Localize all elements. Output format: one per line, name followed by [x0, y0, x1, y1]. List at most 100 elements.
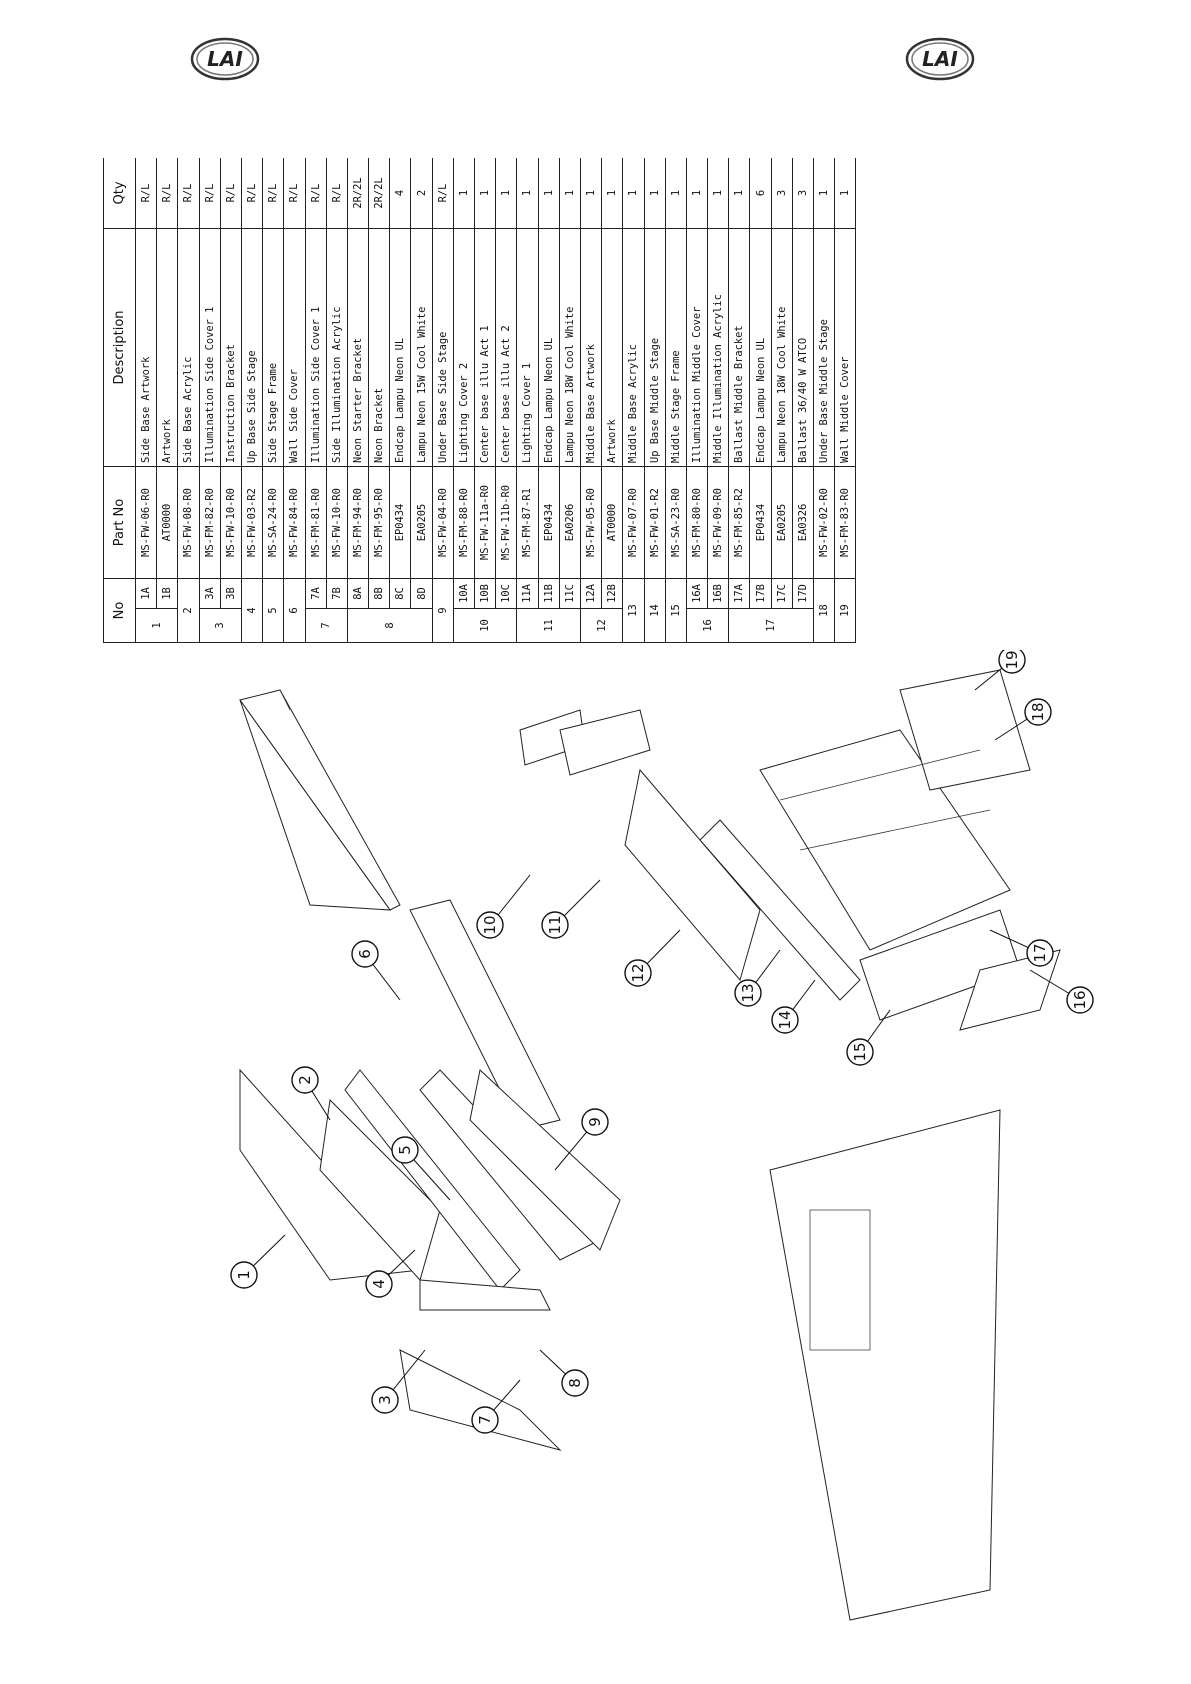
part-description: Illumination Side Cover 1: [199, 228, 221, 467]
part-number: MS-FM-95-R0: [368, 466, 390, 579]
part-number: MS-FM-80-R0: [686, 466, 708, 579]
part-quantity: 1: [622, 158, 644, 229]
part-number: MS-FW-11a-R0: [474, 466, 496, 579]
part-number: MS-FW-01-R2: [644, 466, 666, 579]
part-number: MS-FW-04-R0: [432, 466, 454, 579]
part-quantity: 3: [771, 158, 793, 229]
part-number: MS-FW-08-R0: [177, 466, 200, 579]
svg-text:16: 16: [1071, 990, 1089, 1009]
part-description: Side Illumination Acrylic: [326, 228, 348, 467]
part-description: Wall Side Cover: [283, 228, 305, 467]
part-number: MS-FW-11b-R0: [495, 466, 517, 579]
part-number: MS-FM-87-R1: [516, 466, 539, 579]
part-description: Neon Starter Bracket: [347, 228, 369, 467]
part-description: Center base illu Act 2: [495, 228, 517, 467]
part-description: Illumination Side Cover 1: [305, 228, 327, 467]
part-quantity: 1: [516, 158, 539, 229]
middle-stage-drawing: [519, 669, 1061, 1031]
part-description: Endcap Lampu Neon UL: [389, 228, 411, 467]
part-description: Middle Illumination Acrylic: [707, 228, 729, 467]
svg-text:13: 13: [739, 983, 757, 1002]
svg-text:3: 3: [376, 1395, 394, 1405]
part-quantity: R/L: [177, 158, 200, 229]
part-number: AT0000: [601, 466, 623, 579]
header-description: Description: [103, 228, 136, 467]
balloon-12: 12: [624, 959, 652, 987]
item-sub-number: 12A: [580, 578, 602, 609]
part-quantity: R/L: [432, 158, 454, 229]
item-sub-number: 7A: [305, 578, 327, 609]
part-description: Artwork: [156, 228, 178, 467]
part-quantity: 1: [644, 158, 666, 229]
part-number: MS-FW-84-R0: [283, 466, 305, 579]
part-quantity: 6: [749, 158, 772, 229]
part-quantity: 1: [580, 158, 602, 229]
part-number: MS-FW-07-R0: [622, 466, 644, 579]
part-number: MS-FW-03-R2: [241, 466, 263, 579]
part-description: Endcap Lampu Neon UL: [749, 228, 772, 467]
item-group-number: 8: [347, 608, 433, 643]
item-group-number: 1: [135, 608, 178, 643]
header-part-no: Part No: [103, 466, 136, 579]
item-group-number: 16: [686, 608, 729, 643]
part-number: MS-FW-09-R0: [707, 466, 729, 579]
part-description: Middle Stage Frame: [665, 228, 687, 467]
part-number: EA0326: [792, 466, 814, 579]
part-number: MS-FM-83-R0: [834, 466, 856, 579]
part-number: EP0434: [538, 466, 560, 579]
part-number: EA0206: [559, 466, 581, 579]
part-description: Lighting Cover 1: [516, 228, 539, 467]
part-description: Lampu Neon 15W Cool White: [410, 228, 433, 467]
svg-text:9: 9: [586, 1117, 604, 1127]
part-quantity: R/L: [262, 158, 284, 229]
part-number: EA0205: [410, 466, 433, 579]
part-description: Illumination Middle Cover: [686, 228, 708, 467]
side-stage-drawing: [239, 899, 621, 1451]
item-sub-number: 17A: [728, 578, 750, 609]
part-quantity: 1: [559, 158, 581, 229]
company-logo-left: LAI: [190, 36, 260, 82]
part-description: Artwork: [601, 228, 623, 467]
part-description: Under Base Side Stage: [432, 228, 454, 467]
item-sub-number: 11B: [538, 578, 560, 609]
svg-text:6: 6: [356, 949, 374, 959]
part-number: EA0205: [771, 466, 793, 579]
item-sub-number: 11A: [516, 578, 539, 609]
svg-text:LAI: LAI: [207, 47, 243, 71]
balloon-14: 14: [771, 1006, 799, 1034]
wall-side-panel-drawing: [239, 689, 401, 911]
part-quantity: 1: [474, 158, 496, 229]
part-number: MS-FM-88-R0: [453, 466, 475, 579]
part-description: Endcap Lampu Neon UL: [538, 228, 560, 467]
svg-text:11: 11: [546, 915, 564, 934]
part-quantity: R/L: [156, 158, 178, 229]
part-number: MS-FW-10-R0: [220, 466, 242, 579]
part-number: MS-FW-02-R0: [813, 466, 835, 579]
part-quantity: R/L: [199, 158, 221, 229]
middle-cover-drawing: [769, 1109, 1001, 1621]
balloon-16: 16: [1066, 986, 1094, 1014]
item-sub-number: 10A: [453, 578, 475, 609]
part-description: Up Base Side Stage: [241, 228, 263, 467]
part-quantity: 1: [453, 158, 475, 229]
item-sub-number: 11C: [559, 578, 581, 609]
part-number: MS-FM-85-R2: [728, 466, 750, 579]
item-sub-number: 8A: [347, 578, 369, 609]
